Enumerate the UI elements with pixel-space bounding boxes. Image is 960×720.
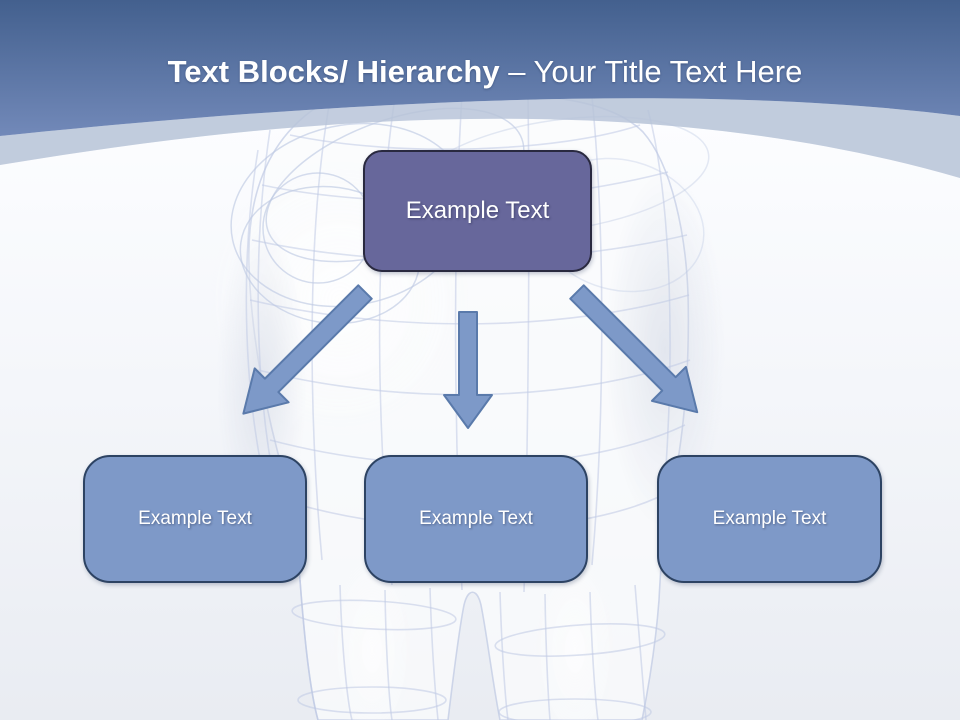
hierarchy-root-box[interactable]: Example Text [363,150,592,272]
hierarchy-child-box-2[interactable]: Example Text [364,455,588,583]
header-area [0,0,960,136]
hierarchy-child-label: Example Text [712,508,827,529]
hierarchy-child-label: Example Text [138,508,252,529]
title-regular-text: – Your Title Text Here [499,54,803,89]
hierarchy-child-label: Example Text [419,508,533,529]
header-curve-band [0,98,960,178]
slide-title: Text Blocks/ Hierarchy – Your Title Text… [0,52,960,92]
hierarchy-child-box-3[interactable]: Example Text [657,455,882,583]
hierarchy-root-label: Example Text [405,197,550,224]
hierarchy-child-box-1[interactable]: Example Text [83,455,307,583]
title-bold-text: Text Blocks/ Hierarchy [167,54,500,89]
